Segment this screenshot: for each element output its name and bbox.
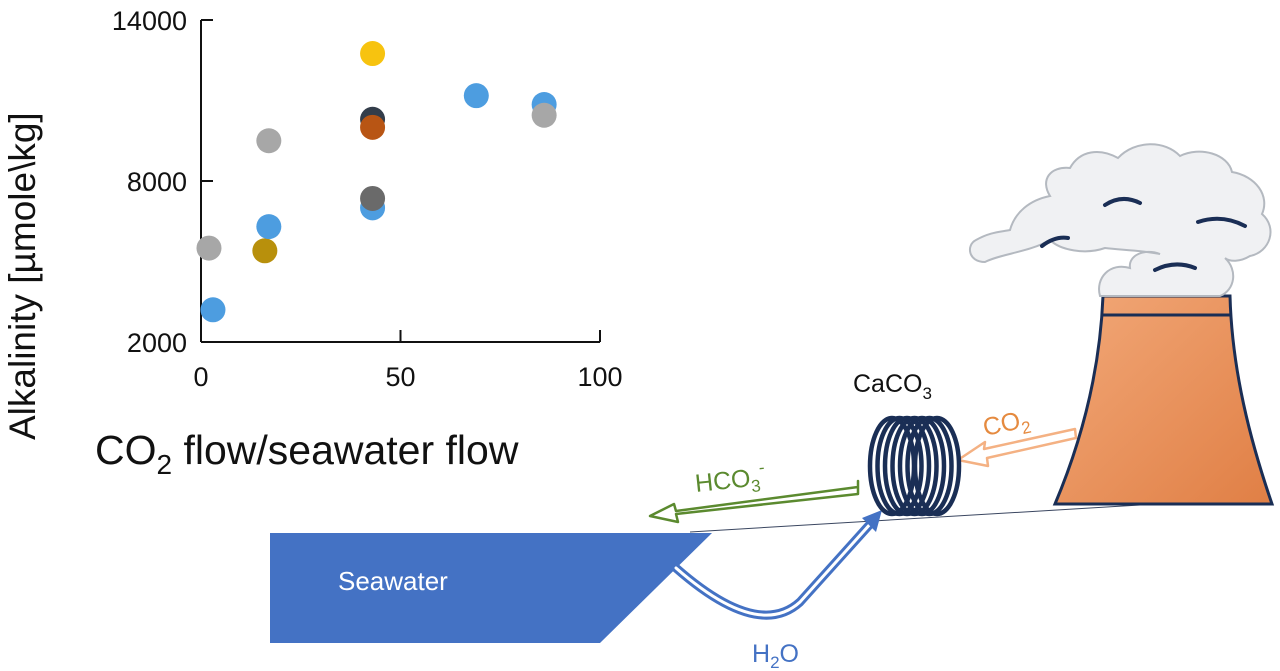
x-axis-label-rest: flow/seawater flow — [172, 427, 519, 473]
h2o-label: H2O — [752, 640, 799, 671]
x-axis-ticks: 0 50 100 — [193, 330, 623, 392]
x-tick-label: 0 — [193, 362, 208, 392]
x-axis-label: CO2 flow/seawater flow — [95, 427, 519, 480]
scatter-point — [463, 83, 489, 109]
scatter-points — [196, 41, 557, 323]
scatter-point — [256, 214, 282, 240]
coil-loop — [912, 415, 962, 517]
ground-line — [689, 504, 1141, 533]
hco3-label: HCO3- — [693, 458, 767, 502]
seawater-block — [270, 533, 712, 643]
x-axis-label-main: CO — [95, 427, 157, 473]
scatter-point — [252, 238, 278, 264]
smoke-cloud — [968, 143, 1272, 297]
y-axis-label: Alkalinity [µmole\kg] — [2, 112, 43, 440]
caco3-label: CaCO3 — [853, 370, 932, 403]
x-axis-label-subscript: 2 — [157, 449, 173, 480]
seawater-label: Seawater — [338, 566, 448, 596]
scatter-point — [200, 297, 226, 323]
hco3-arrow — [648, 479, 860, 524]
scatter-point — [531, 102, 557, 128]
x-tick-label: 100 — [577, 362, 622, 392]
scatter-point — [196, 235, 222, 261]
co2-arrow — [956, 427, 1078, 468]
y-tick-label: 2000 — [127, 328, 187, 358]
y-tick-label: 8000 — [127, 167, 187, 197]
scatter-point — [360, 114, 386, 140]
x-tick-label: 50 — [385, 362, 415, 392]
scatter-point — [360, 185, 386, 211]
alkalinity-scatter-chart: 14000 8000 2000 0 50 100 Alkalinity [µmole\k… — [2, 6, 623, 480]
power-plant-stack — [1052, 294, 1275, 506]
h2o-arrow — [671, 510, 882, 620]
scatter-point — [256, 128, 282, 154]
carbon-capture-diagram: Seawater H2O HCO3- CO2 CaCO3 — [270, 143, 1275, 671]
y-tick-label: 14000 — [112, 6, 187, 36]
caco3-coil — [867, 415, 962, 517]
scatter-point — [360, 41, 386, 67]
y-axis-ticks: 14000 8000 2000 — [112, 6, 213, 358]
